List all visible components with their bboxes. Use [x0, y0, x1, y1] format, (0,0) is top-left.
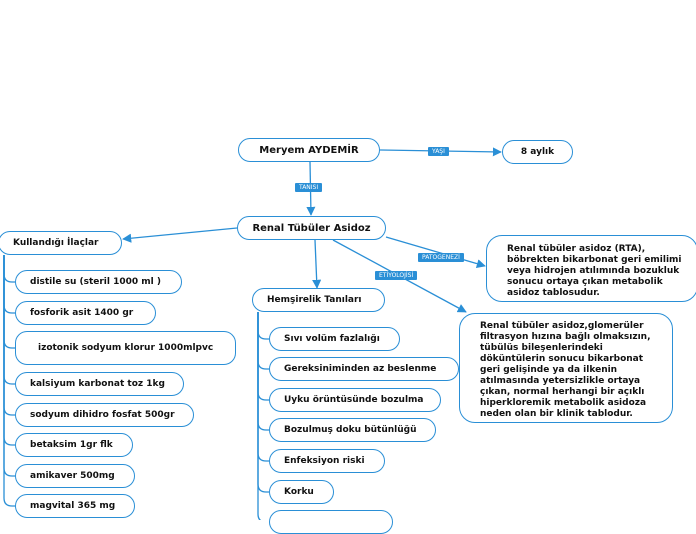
medication-item[interactable]: izotonik sodyum klorur 1000mlpvc — [15, 331, 236, 365]
etiology-node[interactable]: Renal tübüler asidoz,glomerüler filtrasy… — [459, 313, 673, 423]
medication-branch — [3, 255, 15, 283]
age-tag: YAŞI — [428, 147, 449, 156]
medication-item[interactable]: kalsiyum karbonat toz 1kg — [15, 372, 184, 396]
pathogenesis-node[interactable]: Renal tübüler asidoz (RTA), böbrekten bi… — [486, 235, 696, 302]
medication-branch — [3, 255, 15, 349]
nursing-branch — [257, 312, 262, 520]
nursing-diagnosis-item[interactable]: Uyku örüntüsünde bozulma — [269, 388, 441, 412]
nursing-branch — [257, 312, 269, 401]
medication-item[interactable]: sodyum dihidro fosfat 500gr — [15, 403, 194, 427]
medication-branch — [3, 255, 15, 385]
diagnosis-tag: TANISI — [295, 183, 323, 192]
nursing-diagnosis-item[interactable]: Korku — [269, 480, 334, 504]
nursing-branch — [257, 312, 269, 462]
edge-diagnosis-medications — [122, 227, 238, 243]
root-node[interactable]: Meryem AYDEMİR — [238, 138, 380, 162]
nursing-branch — [257, 312, 269, 340]
edge-diagnosis-nursing — [312, 239, 322, 289]
connector-canvas — [3, 147, 502, 520]
etiology-tag: ETİYOLOJİSİ — [375, 271, 418, 280]
nursing-node[interactable]: Hemşirelik Tanıları — [252, 288, 385, 312]
nursing-branch — [257, 312, 269, 431]
nursing-diagnosis-item[interactable]: Sıvı volüm fazlalığı — [269, 327, 400, 351]
medication-item[interactable]: distile su (steril 1000 ml ) — [15, 270, 182, 294]
nursing-diagnosis-item[interactable]: Bozulmuş doku bütünlüğü — [269, 418, 436, 442]
edge-diagnosis-pathogenesis — [385, 236, 486, 269]
nursing-diagnosis-item[interactable]: Enfeksiyon riski — [269, 449, 385, 473]
age-node[interactable]: 8 aylık — [502, 140, 573, 164]
medication-item[interactable]: amikaver 500mg — [15, 464, 135, 488]
nursing-diagnosis-item[interactable]: Gereksiniminden az beslenme — [269, 357, 459, 381]
diagnosis-node[interactable]: Renal Tübüler Asidoz — [237, 216, 386, 240]
medication-branch — [3, 255, 15, 507]
nursing-branch — [257, 312, 269, 370]
pathogenesis-tag: PATOGENEZİ — [418, 253, 464, 262]
medication-branch — [3, 255, 15, 314]
medication-item[interactable]: fosforik asit 1400 gr — [15, 301, 156, 325]
nursing-diagnosis-item[interactable] — [269, 510, 393, 534]
medication-branch — [3, 255, 15, 446]
medication-item[interactable]: betaksim 1gr flk — [15, 433, 133, 457]
medication-item[interactable]: magvital 365 mg — [15, 494, 135, 518]
medications-node[interactable]: Kullandığı İlaçlar — [0, 231, 122, 255]
